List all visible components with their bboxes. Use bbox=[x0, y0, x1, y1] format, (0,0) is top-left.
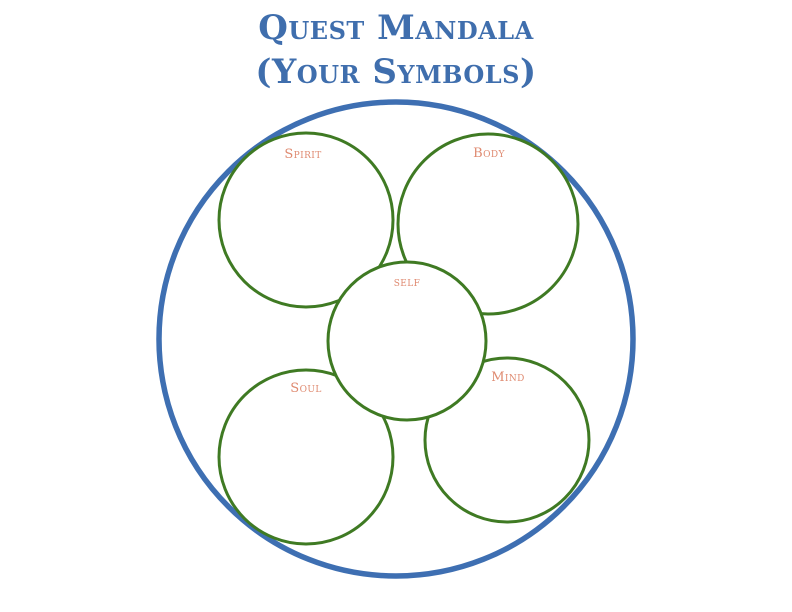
self-circle-group: self bbox=[326, 260, 488, 422]
spirit-label: Spirit bbox=[284, 147, 321, 162]
self-label: self bbox=[394, 275, 421, 290]
mind-circle-group: Mind bbox=[423, 356, 591, 524]
soul-circle bbox=[217, 368, 395, 546]
page-title: Quest Mandala (Your Symbols) bbox=[0, 6, 792, 94]
soul-label: Soul bbox=[290, 381, 321, 396]
title-line-1: Quest Mandala bbox=[258, 8, 534, 48]
soul-circle-group: Soul bbox=[217, 368, 395, 546]
spirit-circle-group: Spirit bbox=[217, 131, 395, 309]
title-line-2: (Your Symbols) bbox=[255, 52, 537, 92]
mind-circle bbox=[423, 356, 591, 524]
self-circle bbox=[326, 260, 488, 422]
outer-ring bbox=[156, 99, 636, 579]
body-label: Body bbox=[473, 146, 505, 161]
spirit-circle bbox=[217, 131, 395, 309]
mind-label: Mind bbox=[491, 370, 525, 385]
